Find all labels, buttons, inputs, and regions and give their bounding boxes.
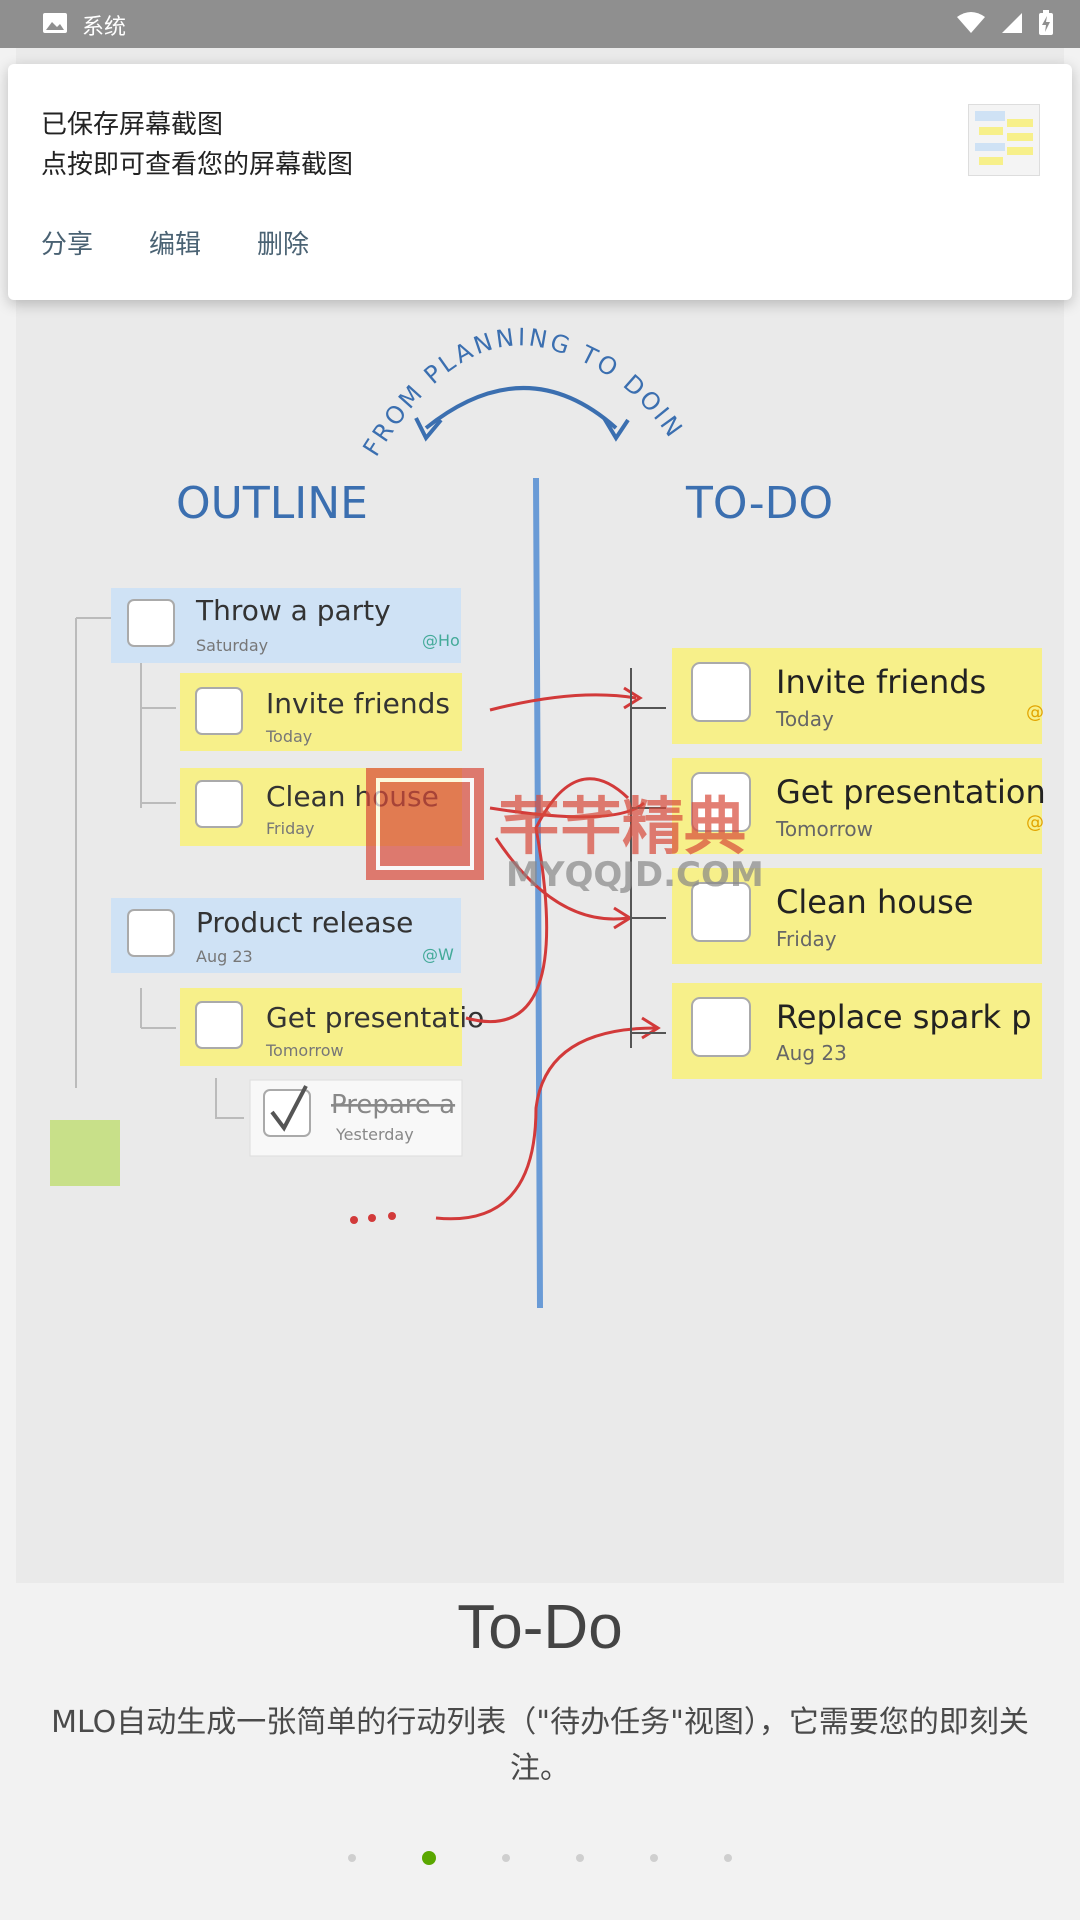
svg-text:Replace spark p: Replace spark p xyxy=(776,998,1032,1036)
svg-text:Product release: Product release xyxy=(196,906,413,939)
notification-body: 点按即可查看您的屏幕截图 xyxy=(41,150,354,180)
svg-text:MYQQJD.COM: MYQQJD.COM xyxy=(506,855,764,895)
status-bar: 系统 xyxy=(0,0,1080,48)
svg-text:@: @ xyxy=(1026,702,1044,723)
svg-text:Tomorrow: Tomorrow xyxy=(265,1041,344,1060)
svg-text:Yesterday: Yesterday xyxy=(335,1125,414,1144)
pagination-dot[interactable] xyxy=(724,1854,732,1862)
pagination-dot[interactable] xyxy=(650,1854,658,1862)
pagination-dot[interactable] xyxy=(348,1854,356,1862)
wifi-icon xyxy=(957,12,985,33)
image-icon xyxy=(43,13,67,33)
svg-text:@W: @W xyxy=(422,945,454,964)
svg-text:Get presentation: Get presentation xyxy=(776,773,1046,811)
svg-text:Aug 23: Aug 23 xyxy=(196,947,253,966)
svg-text:Clean house: Clean house xyxy=(776,883,973,921)
todo-note-replace-spark: Replace spark p Aug 23 xyxy=(672,983,1042,1079)
pagination-dot[interactable] xyxy=(502,1854,510,1862)
svg-text:Friday: Friday xyxy=(776,927,837,951)
todo-note-invite-friends: Invite friends Today @ xyxy=(672,648,1044,744)
pagination-dots xyxy=(0,1851,1080,1865)
svg-text:Get presentatio: Get presentatio xyxy=(266,1001,484,1034)
todo-header: TO-DO xyxy=(685,478,833,529)
todo-note-get-presentation: Get presentation Tomorrow @ xyxy=(672,758,1046,854)
svg-text:Today: Today xyxy=(775,707,834,731)
battery-charging-icon xyxy=(1039,10,1053,35)
signal-icon xyxy=(1002,13,1022,33)
todo-note-clean-house: Clean house Friday xyxy=(672,868,1042,964)
outline-note-get-presentation: Get presentatio Tomorrow xyxy=(180,988,484,1066)
svg-text:Invite friends: Invite friends xyxy=(776,663,986,701)
pagination-dot[interactable] xyxy=(422,1851,436,1865)
svg-text:@Ho: @Ho xyxy=(422,631,460,650)
slide-title: To-Do xyxy=(457,1593,623,1662)
edit-button[interactable]: 编辑 xyxy=(149,230,202,260)
delete-button[interactable]: 删除 xyxy=(257,230,310,260)
watermark: 芊芊精典 MYQQJD.COM xyxy=(366,768,764,895)
status-app-name: 系统 xyxy=(82,15,127,40)
outline-note-invite-friends: Invite friends Today xyxy=(180,673,462,751)
svg-text:Prepare a: Prepare a xyxy=(331,1090,455,1120)
svg-text:@: @ xyxy=(1026,812,1044,833)
svg-text:Today: Today xyxy=(265,727,312,746)
green-note xyxy=(50,1120,120,1186)
svg-text:Saturday: Saturday xyxy=(196,636,268,655)
svg-text:芊芊精典: 芊芊精典 xyxy=(498,790,746,863)
share-button[interactable]: 分享 xyxy=(41,230,94,260)
notification-title: 已保存屏幕截图 xyxy=(41,110,224,140)
outline-header: OUTLINE xyxy=(176,478,368,529)
svg-text:Invite friends: Invite friends xyxy=(266,687,450,720)
screenshot-notification[interactable]: 已保存屏幕截图 点按即可查看您的屏幕截图 分享 编辑 删除 xyxy=(8,64,1072,300)
svg-text:Aug 23: Aug 23 xyxy=(776,1041,847,1065)
slide-description: MLO自动生成一张简单的行动列表（"待办任务"视图），它需要您的即刻关注。 xyxy=(51,1705,1029,1786)
svg-text:Friday: Friday xyxy=(266,819,315,838)
outline-note-product-release: Product release Aug 23 @W xyxy=(111,898,461,973)
screenshot-thumbnail[interactable] xyxy=(968,104,1040,176)
outline-note-throw-party: Throw a party Saturday @Ho xyxy=(111,588,461,663)
outline-note-prepare: Prepare a Yesterday xyxy=(249,1079,463,1157)
svg-text:Throw a party: Throw a party xyxy=(195,594,391,627)
svg-text:Tomorrow: Tomorrow xyxy=(775,817,873,841)
pagination-dot[interactable] xyxy=(576,1854,584,1862)
